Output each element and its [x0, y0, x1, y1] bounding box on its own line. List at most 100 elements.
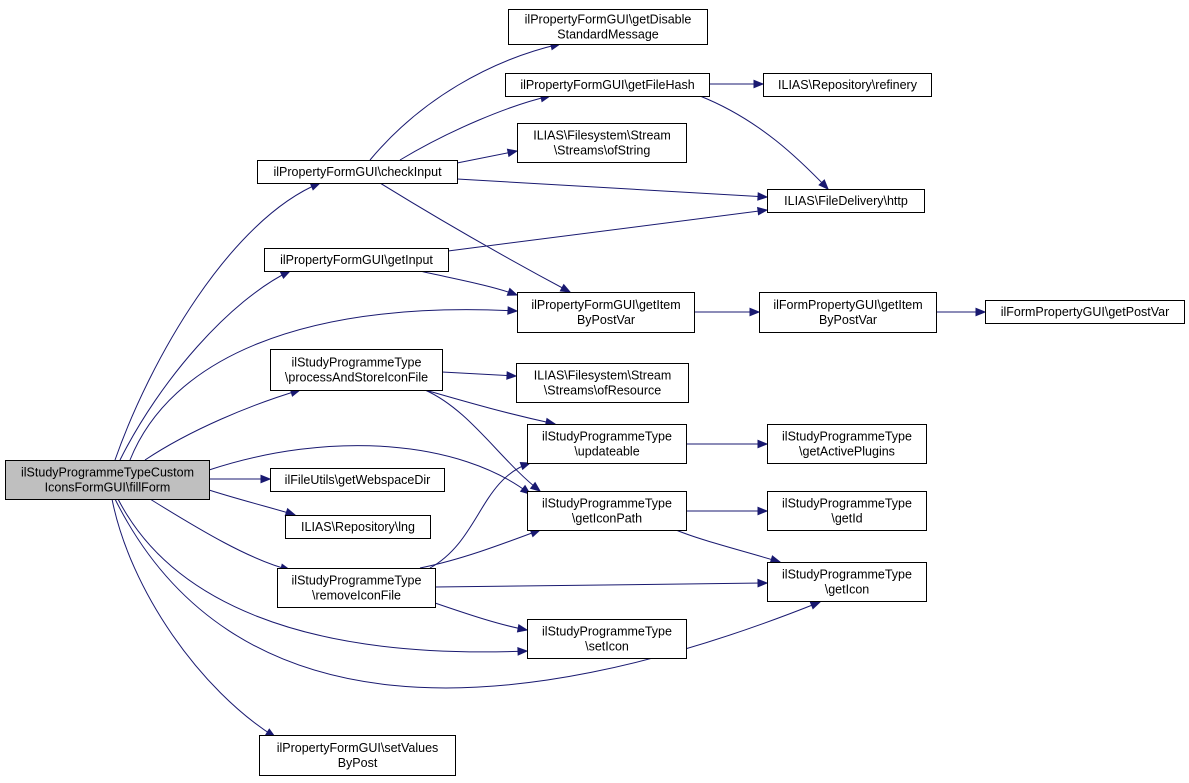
node-ofResource[interactable]: ILIAS\Filesystem\Stream\Streams\ofResour… [516, 363, 689, 403]
node-processAndStore[interactable]: ilStudyProgrammeType\processAndStoreIcon… [270, 349, 443, 391]
node-box[interactable] [767, 491, 927, 531]
node-box[interactable] [527, 491, 687, 531]
node-label-line: ilPropertyFormGUI\getFileHash [520, 78, 694, 92]
edge-arrowhead [818, 179, 829, 190]
node-getActivePlugins[interactable]: ilStudyProgrammeType\getActivePlugins [767, 424, 927, 464]
edge-arrowhead [506, 148, 519, 158]
node-box[interactable] [259, 735, 456, 776]
node-label-line: \getIcon [825, 583, 870, 597]
edge-line [699, 95, 829, 190]
edge-updateable-to-getActivePlugins [686, 439, 769, 449]
node-label-line: ilFormPropertyGUI\getItem [773, 298, 922, 312]
node-fillForm[interactable]: ilStudyProgrammeTypeCustomIconsFormGUI\f… [5, 460, 210, 500]
node-label-line: ilPropertyFormGUI\checkInput [273, 165, 442, 179]
node-label-line: ByPost [338, 756, 378, 770]
node-ofString[interactable]: ILIAS\Filesystem\Stream\Streams\ofString [517, 123, 687, 163]
edge-arrowhead [757, 439, 769, 449]
node-checkInput[interactable]: ilPropertyFormGUI\checkInput [257, 160, 458, 184]
edge-arrowhead [506, 287, 519, 296]
edge-removeIconFile-to-getIconPath [419, 529, 542, 569]
edge-getFileHash-to-http [699, 95, 829, 190]
edge-arrowhead [757, 206, 769, 216]
node-getDisable[interactable]: ilPropertyFormGUI\getDisableStandardMess… [508, 9, 708, 45]
node-box[interactable] [763, 73, 932, 97]
node-box[interactable] [767, 189, 925, 213]
edge-line [424, 389, 556, 425]
node-label-line: ilStudyProgrammeType [292, 574, 422, 588]
edge-line [456, 150, 518, 164]
edge-line [447, 209, 768, 252]
node-box[interactable] [759, 292, 937, 333]
node-box[interactable] [270, 349, 443, 391]
edge-arrowhead [284, 507, 297, 517]
node-getId[interactable]: ilStudyProgrammeType\getId [767, 491, 927, 531]
node-removeIconFile[interactable]: ilStudyProgrammeType\removeIconFile [277, 568, 436, 608]
edge-line [119, 270, 291, 461]
edge-arrowhead [757, 192, 769, 201]
edge-removeIconFile-to-updateable [429, 461, 532, 569]
edge-fillForm-to-setValues [111, 498, 277, 738]
edge-getIconPath-to-getId [686, 506, 769, 516]
edge-removeIconFile-to-getIcon [434, 578, 769, 588]
node-label-line: ILIAS\Filesystem\Stream [534, 369, 672, 383]
edge-arrowhead [506, 371, 518, 380]
edge-fillForm-to-getIcon [114, 498, 822, 689]
edge-fpGetItemByPostVar-to-getPostVar [936, 307, 987, 317]
edge-line [129, 309, 518, 461]
node-box[interactable] [505, 73, 710, 97]
node-box[interactable] [767, 424, 927, 464]
node-box[interactable] [264, 248, 449, 272]
edge-line [424, 389, 541, 492]
node-box[interactable] [285, 515, 431, 539]
node-label-line: ilFileUtils\getWebspaceDir [285, 473, 431, 487]
node-refinery[interactable]: ILIAS\Repository\refinery [763, 73, 932, 97]
node-box[interactable] [277, 568, 436, 608]
node-box[interactable] [5, 460, 210, 500]
node-label-line: ilFormPropertyGUI\getPostVar [1001, 305, 1170, 319]
edge-line [379, 182, 571, 293]
node-getInput[interactable]: ilPropertyFormGUI\getInput [264, 248, 449, 272]
edge-checkInput-to-getItemByPostVar [379, 182, 572, 293]
node-updateable[interactable]: ilStudyProgrammeType\updateable [527, 424, 687, 464]
node-box[interactable] [517, 292, 695, 333]
node-setIcon[interactable]: ilStudyProgrammeType\setIcon [527, 619, 687, 659]
edge-line [434, 602, 528, 631]
node-box[interactable] [985, 300, 1185, 324]
node-label-line: \processAndStoreIconFile [285, 371, 428, 385]
node-getIconPath[interactable]: ilStudyProgrammeType\getIconPath [527, 491, 687, 531]
node-box[interactable] [527, 619, 687, 659]
edge-arrowhead [749, 307, 761, 317]
node-box[interactable] [270, 468, 445, 492]
node-getPostVar[interactable]: ilFormPropertyGUI\getPostVar [985, 300, 1185, 324]
node-box[interactable] [508, 9, 708, 45]
node-label-line: ilPropertyFormGUI\getInput [280, 253, 433, 267]
nodes-layer: ilStudyProgrammeTypeCustomIconsFormGUI\f… [5, 9, 1185, 776]
node-box[interactable] [257, 160, 458, 184]
edge-fillForm-to-getWebspaceDir [209, 474, 272, 484]
node-http[interactable]: ILIAS\FileDelivery\http [767, 189, 925, 213]
node-getWebspaceDir[interactable]: ilFileUtils\getWebspaceDir [270, 468, 445, 492]
node-getIcon[interactable]: ilStudyProgrammeType\getIcon [767, 562, 927, 602]
node-getFileHash[interactable]: ilPropertyFormGUI\getFileHash [505, 73, 710, 97]
edge-removeIconFile-to-setIcon [434, 602, 529, 633]
node-label-line: ILIAS\Filesystem\Stream [533, 129, 671, 143]
node-label-line: ilPropertyFormGUI\getDisable [525, 13, 692, 27]
edge-line [208, 489, 296, 516]
node-label-line: ilStudyProgrammeTypeCustom [21, 466, 194, 480]
edge-checkInput-to-http [456, 178, 769, 201]
node-box[interactable] [767, 562, 927, 602]
edge-fillForm-to-removeIconFile [149, 498, 292, 572]
edge-line [114, 498, 821, 689]
node-box[interactable] [517, 123, 687, 163]
node-label-line: \getId [831, 512, 862, 526]
node-box[interactable] [516, 363, 689, 403]
node-label-line: ilStudyProgrammeType [542, 430, 672, 444]
node-lng[interactable]: ILIAS\Repository\lng [285, 515, 431, 539]
node-box[interactable] [527, 424, 687, 464]
edge-arrowhead [753, 79, 765, 89]
edge-line [675, 529, 781, 563]
edge-line [399, 95, 551, 161]
